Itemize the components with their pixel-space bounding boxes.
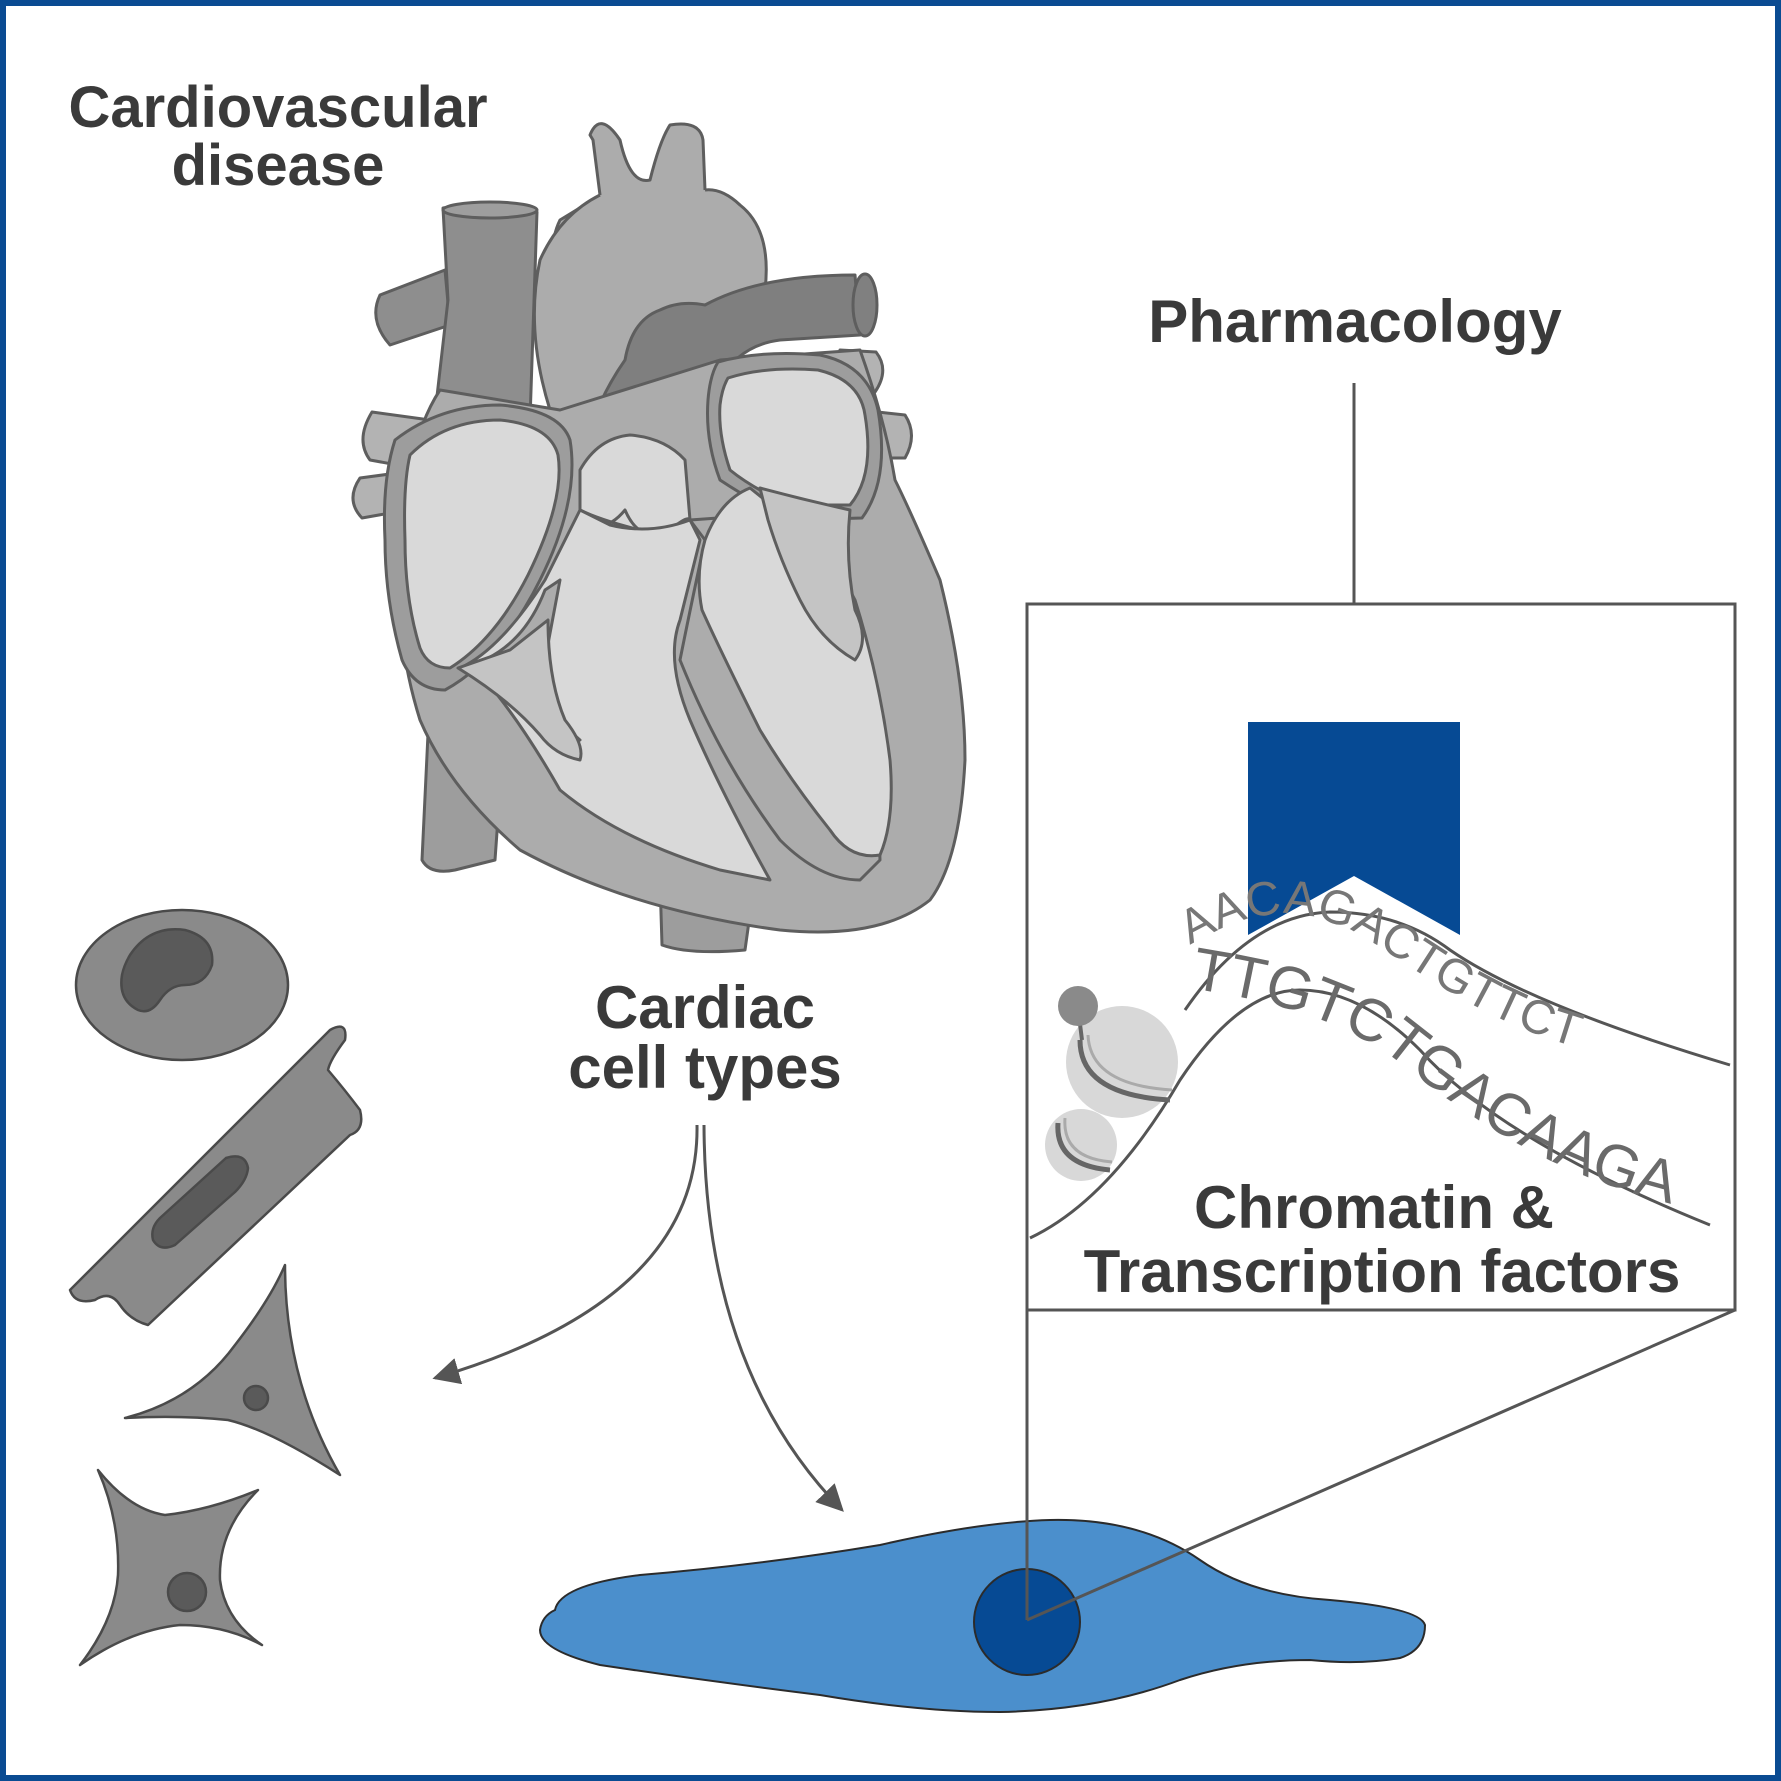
leukocyte-nucleus bbox=[120, 928, 214, 1013]
cardiomyocyte-nucleus bbox=[151, 1155, 250, 1249]
label-pharmacology: Pharmacology bbox=[1148, 288, 1562, 355]
mitral-leaflet bbox=[758, 486, 864, 662]
tricuspid-leaflet bbox=[456, 618, 583, 762]
label-cardiovascular-line2: disease bbox=[172, 133, 385, 198]
aortic-valve bbox=[578, 433, 692, 533]
nucleosome-wrap-lower bbox=[1055, 1122, 1111, 1173]
fibroblast-cell bbox=[123, 1263, 342, 1477]
dna-ribbon-upper-edge bbox=[1183, 910, 1731, 1067]
chromatin-inset: AACAGACTGTTCT TTGTCTGACAAGA bbox=[1025, 602, 1737, 1312]
arrow-cell-types-to-target bbox=[702, 1124, 844, 1512]
cell-types-cluster bbox=[68, 908, 363, 1667]
nucleosome-wrap-upper-2 bbox=[1086, 1034, 1173, 1092]
dna-ribbon-lower-edge bbox=[1029, 988, 1711, 1240]
zoom-line-right bbox=[1026, 1308, 1736, 1622]
arrow-cell-types-to-left bbox=[432, 1124, 699, 1385]
label-cardiac-line2: cell types bbox=[568, 1034, 842, 1101]
right-atrium-inner bbox=[403, 418, 561, 670]
nucleosome-wrap-lower-2 bbox=[1063, 1117, 1113, 1164]
histone-mark bbox=[1058, 986, 1098, 1026]
nucleosome-wrap-upper bbox=[1077, 1039, 1171, 1103]
fibroblast-nucleus bbox=[242, 1384, 270, 1412]
pulmonary-vein-upper-left bbox=[374, 268, 452, 347]
label-cardiovascular-line1: Cardiovascular bbox=[68, 75, 487, 140]
stellate-nucleus bbox=[166, 1571, 208, 1613]
transcription-factor-block bbox=[1248, 722, 1460, 935]
target-cell-group bbox=[538, 1518, 1427, 1714]
label-cardiac-line1: Cardiac bbox=[595, 974, 815, 1041]
label-chromatin-line1: Chromatin & bbox=[1194, 1174, 1554, 1241]
label-chromatin-line2: Transcription factors bbox=[1084, 1238, 1681, 1305]
inset-frame bbox=[1025, 602, 1737, 1312]
labels: Cardiovascular disease Pharmacology Card… bbox=[68, 75, 1680, 1305]
heart-illustration bbox=[351, 122, 967, 954]
zoom-lines bbox=[1025, 1308, 1736, 1622]
nucleosome-light-large bbox=[1066, 1006, 1178, 1118]
nucleosome-light-small bbox=[1045, 1109, 1117, 1181]
stellate-cell bbox=[78, 1468, 264, 1667]
superior-vena-cava-opening bbox=[441, 200, 539, 220]
pulmonary-trunk-opening bbox=[851, 272, 879, 338]
nucleosomes bbox=[1045, 986, 1178, 1181]
left-atrium-inner bbox=[718, 367, 870, 507]
